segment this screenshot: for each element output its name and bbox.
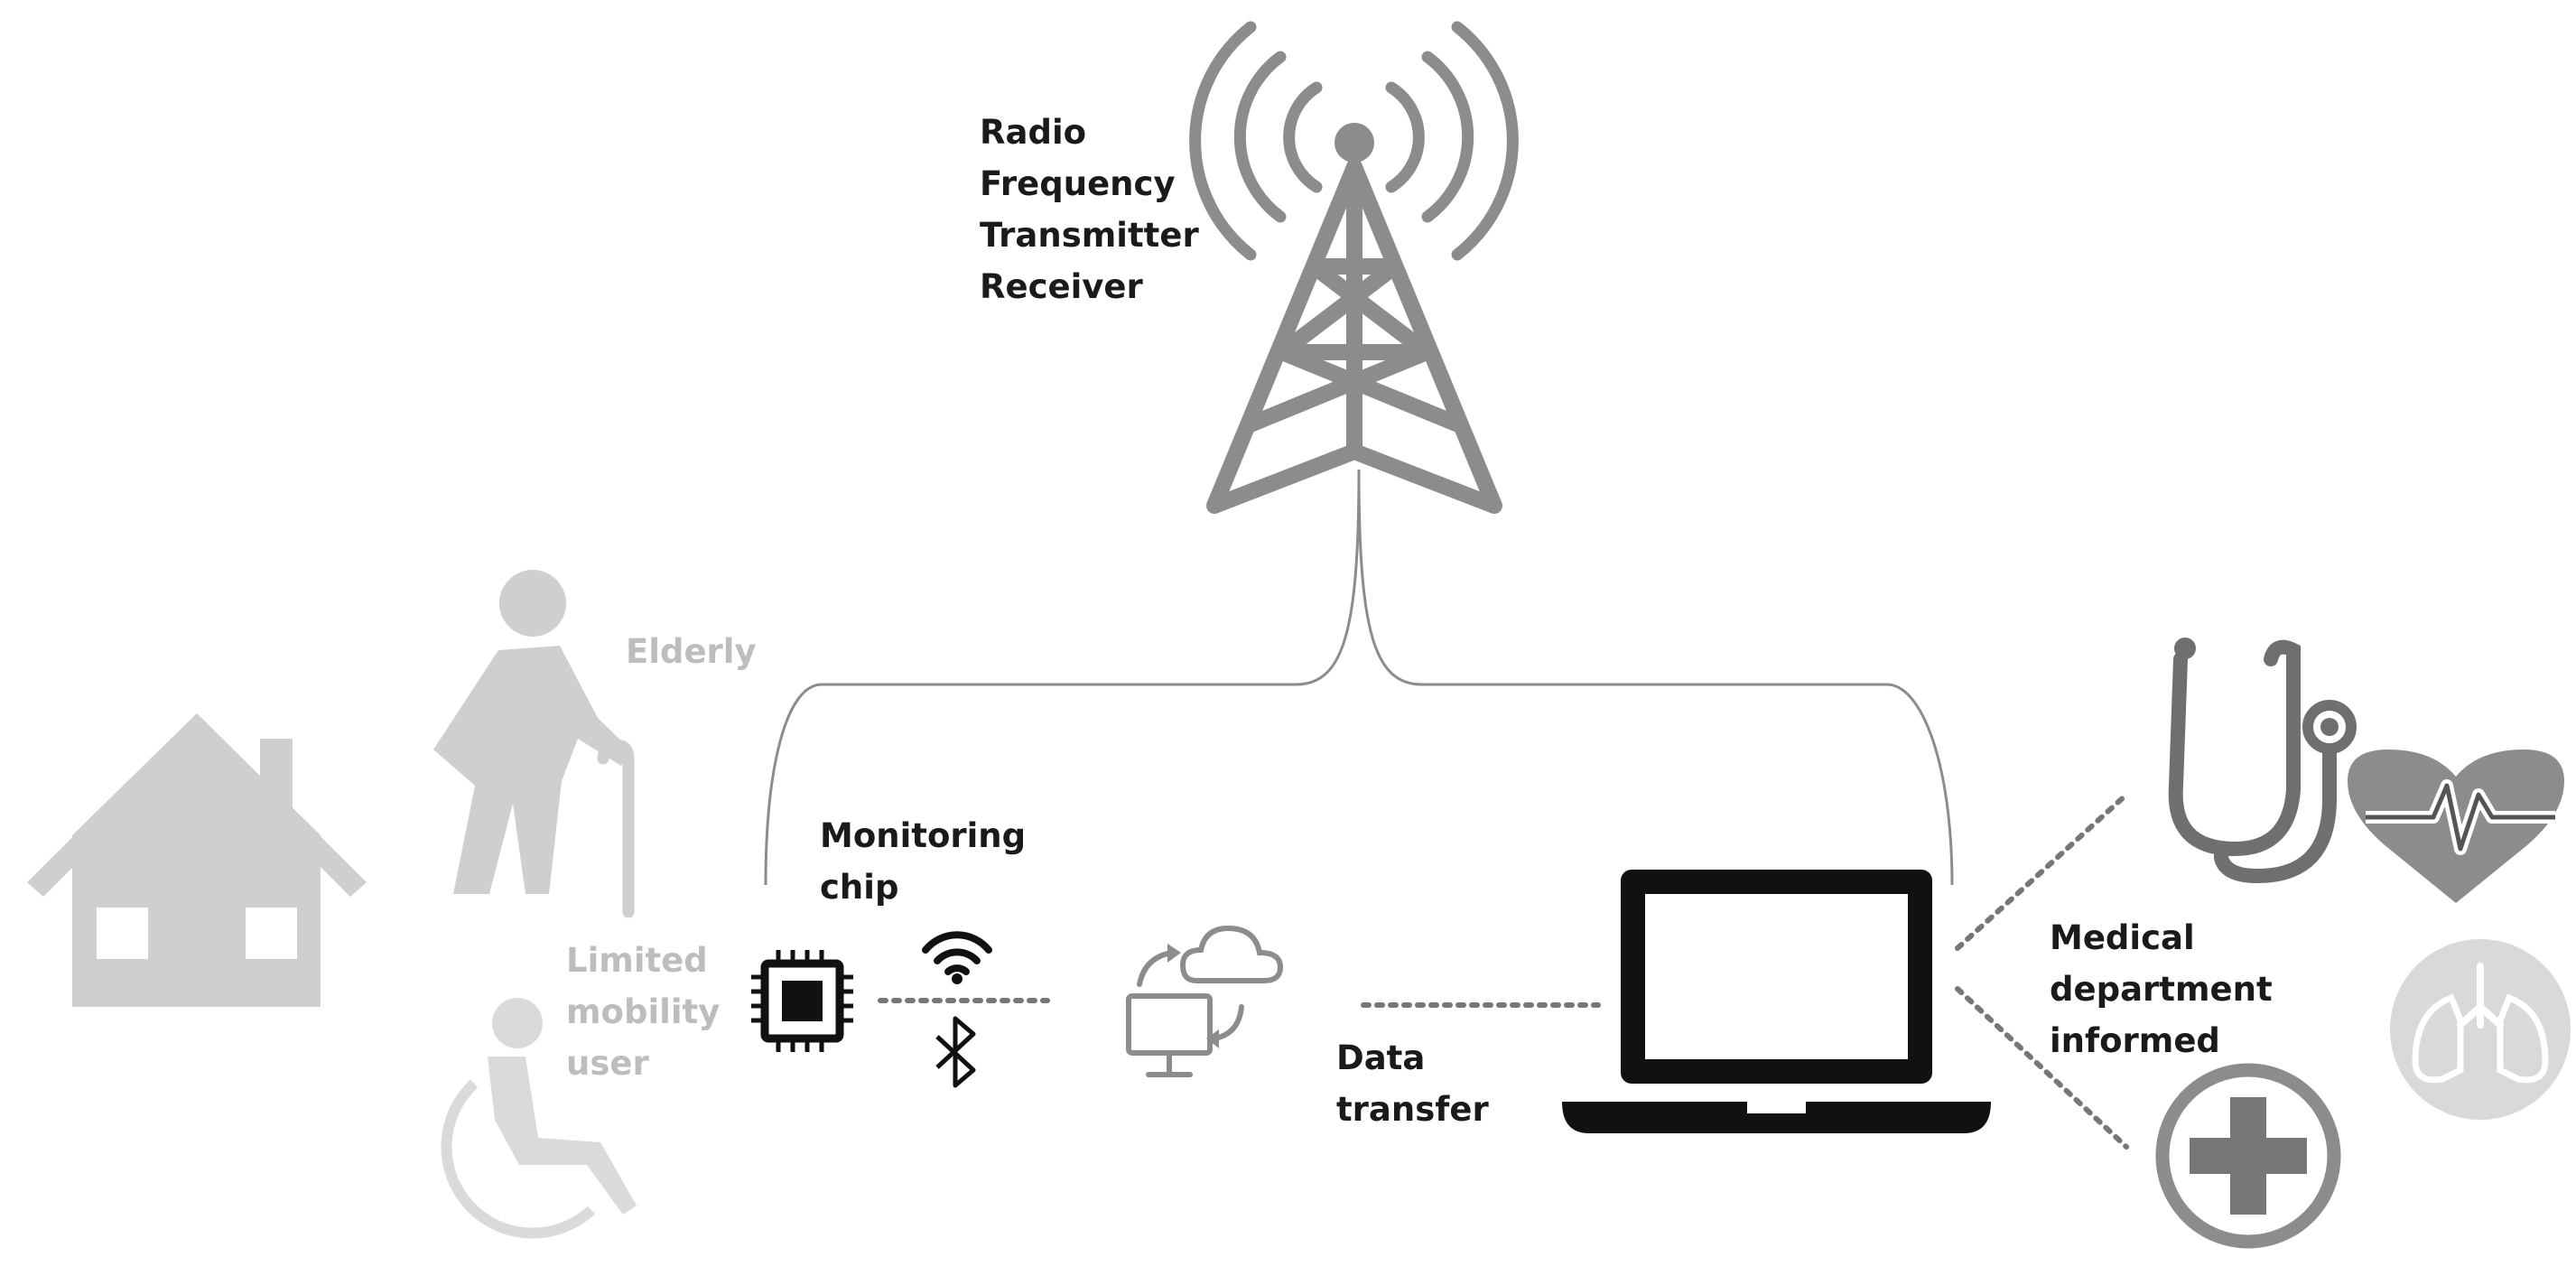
- house-icon: [27, 713, 367, 1007]
- medical-cross-icon: [2155, 1063, 2341, 1249]
- radio-tower-icon: [1189, 21, 1519, 514]
- wifi-icon: [922, 931, 992, 975]
- stethoscope-icon: [2168, 639, 2357, 884]
- dotted-connectors: [878, 792, 2129, 1150]
- medical-label: Medical department informed: [2050, 918, 2273, 1060]
- laptop-icon: [1562, 870, 1991, 1133]
- elderly-person-icon: [433, 570, 635, 918]
- wheelchair-user-icon: [441, 998, 637, 1239]
- data-transfer-label: Data transfer: [1336, 1038, 1489, 1129]
- heart-pulse-icon: [2348, 750, 2564, 903]
- limited-mobility-label: Limited mobility user: [566, 941, 721, 1083]
- bluetooth-icon: [935, 1016, 976, 1088]
- microchip-icon: [751, 950, 853, 1052]
- connection-brace: [764, 469, 1954, 886]
- cloud-sync-icon: [1126, 925, 1284, 1077]
- elderly-label: Elderly: [626, 632, 757, 671]
- monitoring-chip-label: Monitoring chip: [820, 816, 1027, 907]
- tower-label: Radio Frequency Transmitter Receiver: [980, 113, 1199, 306]
- lungs-icon: [2390, 939, 2571, 1120]
